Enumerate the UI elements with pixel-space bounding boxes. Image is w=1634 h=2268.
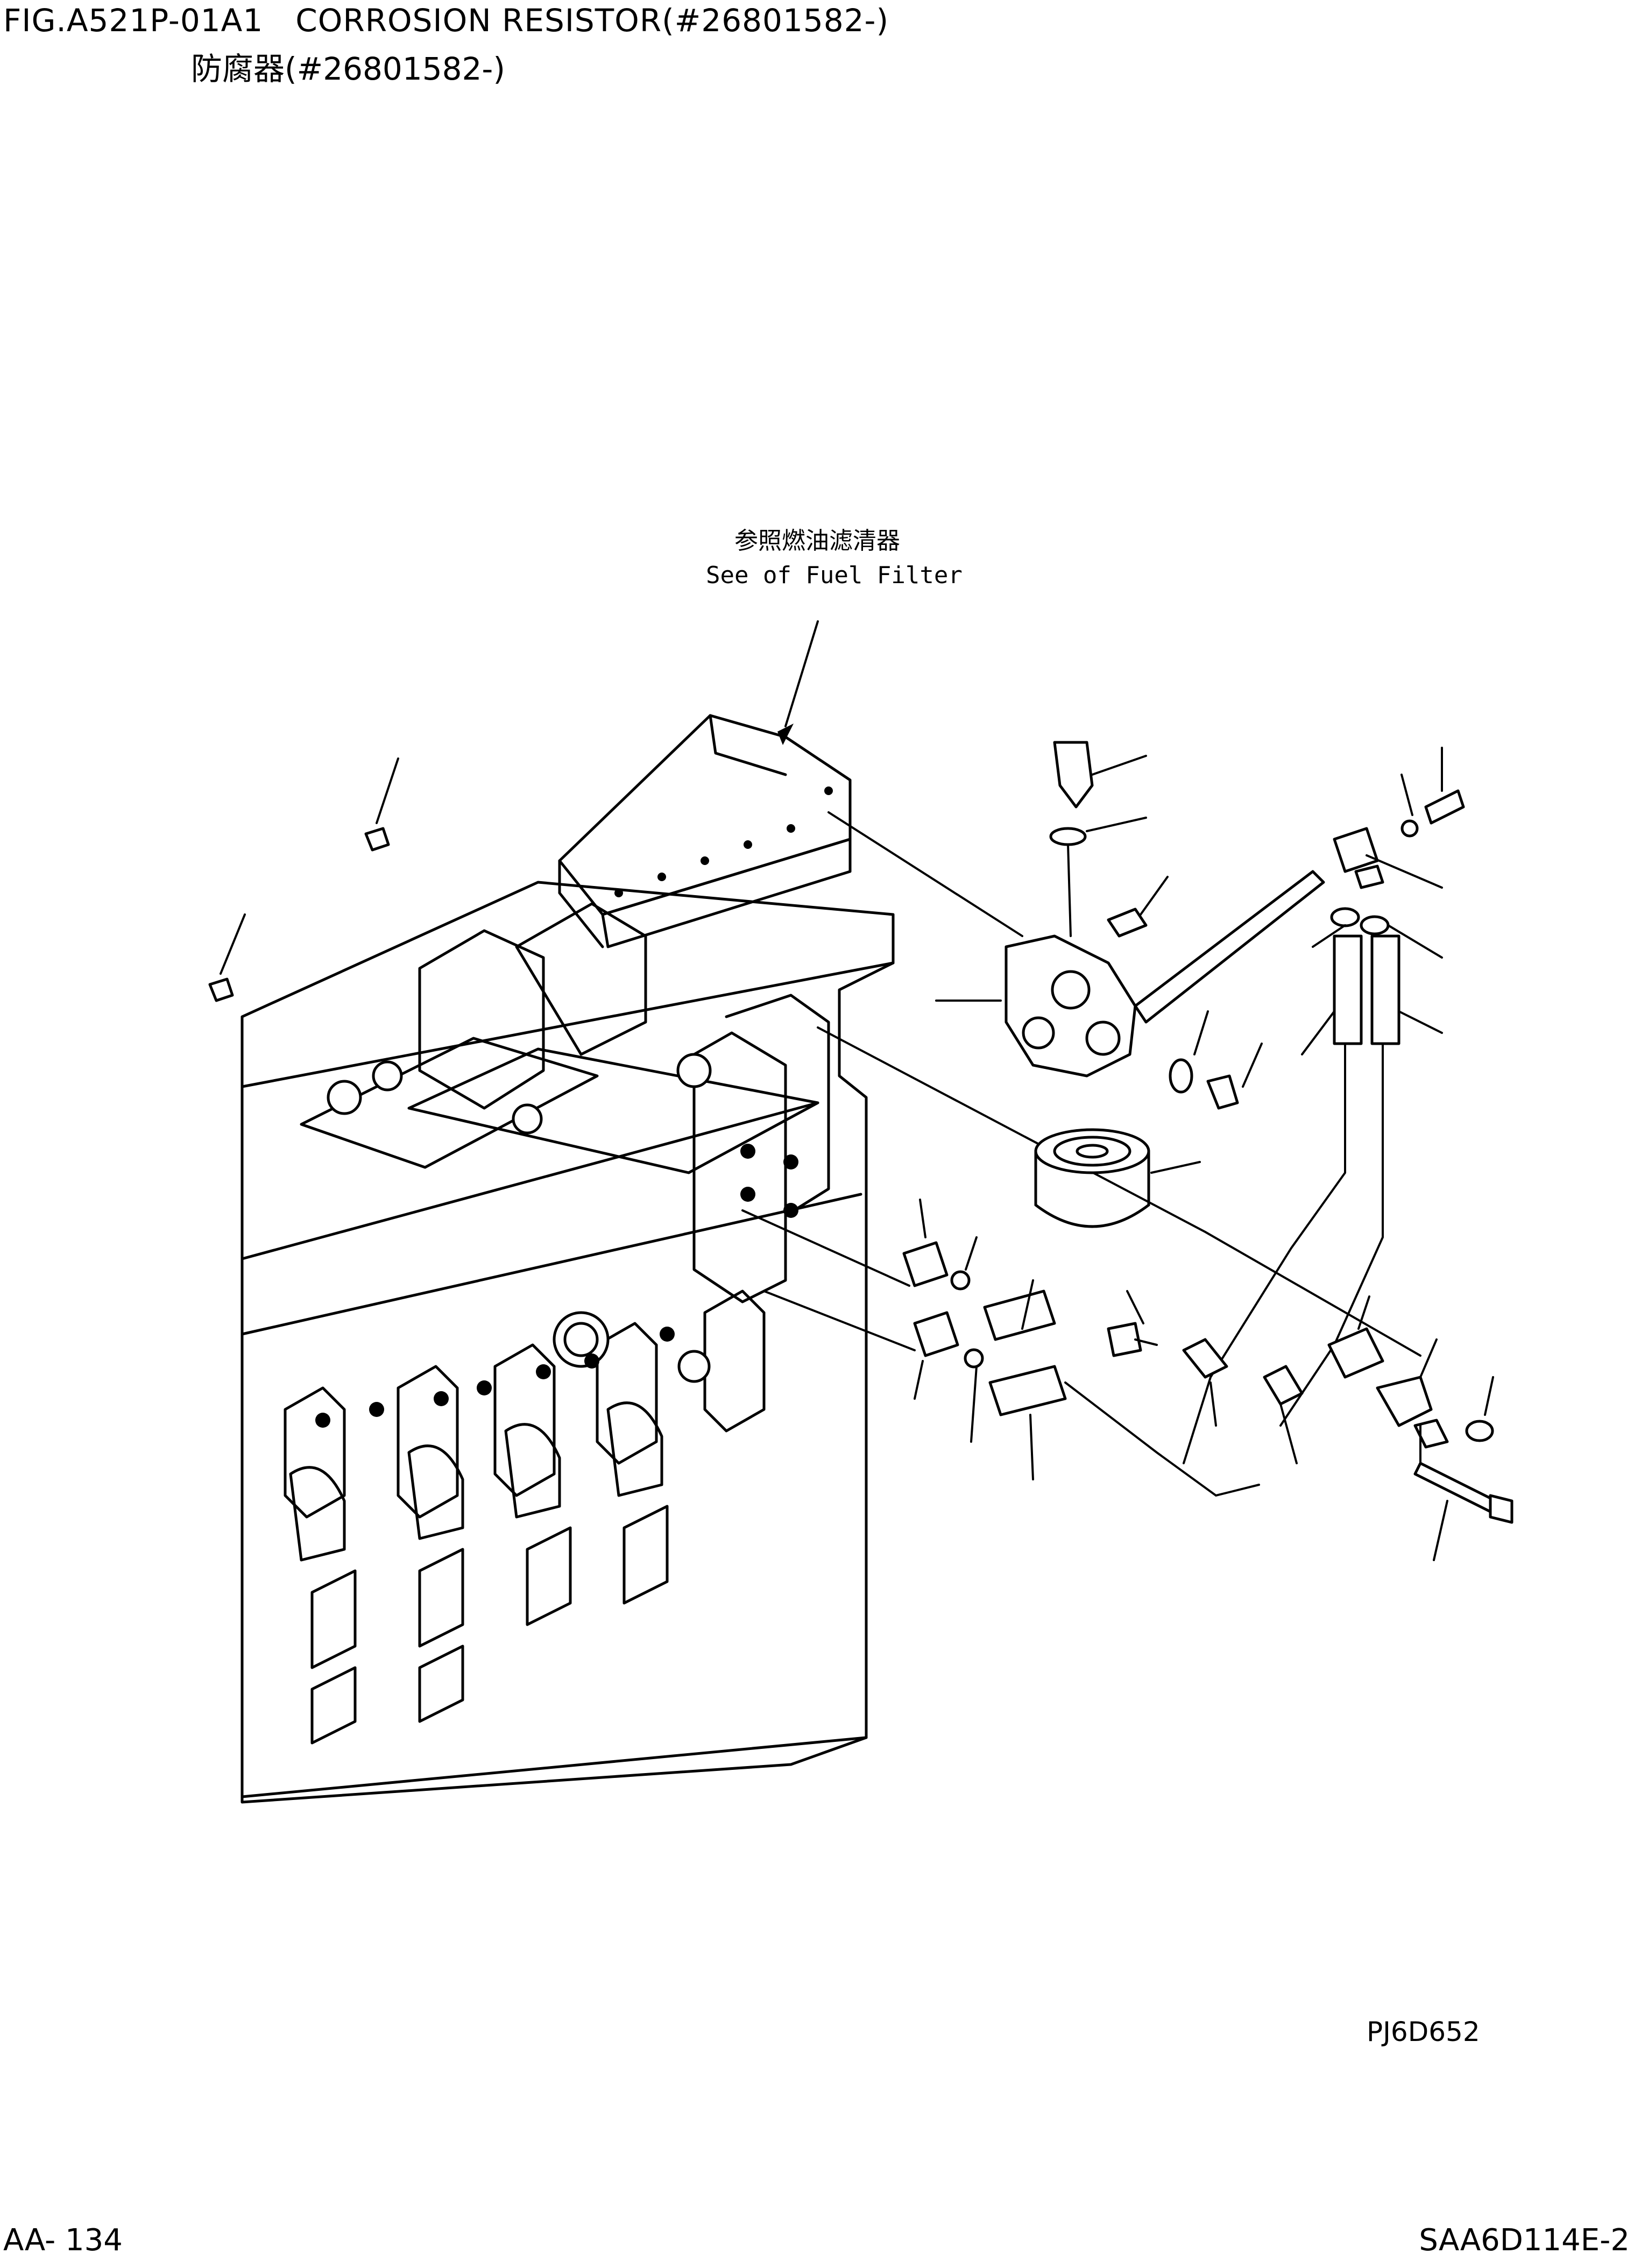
fuel-filter-reference-label-jp: 参照燃油滤清器 [734,527,900,555]
figure-title: FIG.A521P-01A1 CORROSION RESISTOR(#268015… [3,3,889,38]
fuel-filter-reference-label-en: See of Fuel Filter [706,562,963,589]
model-code: SAA6D114E-2 [1419,2223,1630,2258]
plug-parts [208,757,399,1002]
page-number: AA- 134 [3,2223,123,2258]
figure-id: FIG.A521P-01A1 [3,2,264,39]
drawing-code: PJ6D652 [1367,2016,1480,2047]
fuel-filter-reference-arrow [777,620,819,745]
figure-title-en: CORROSION RESISTOR(#26801582-) [295,2,889,39]
corrosion-resistor-assembly [741,741,1513,1561]
figure-title-jp: 防腐器(#26801582-) [191,51,505,87]
engine-block-illustration [240,714,895,1804]
